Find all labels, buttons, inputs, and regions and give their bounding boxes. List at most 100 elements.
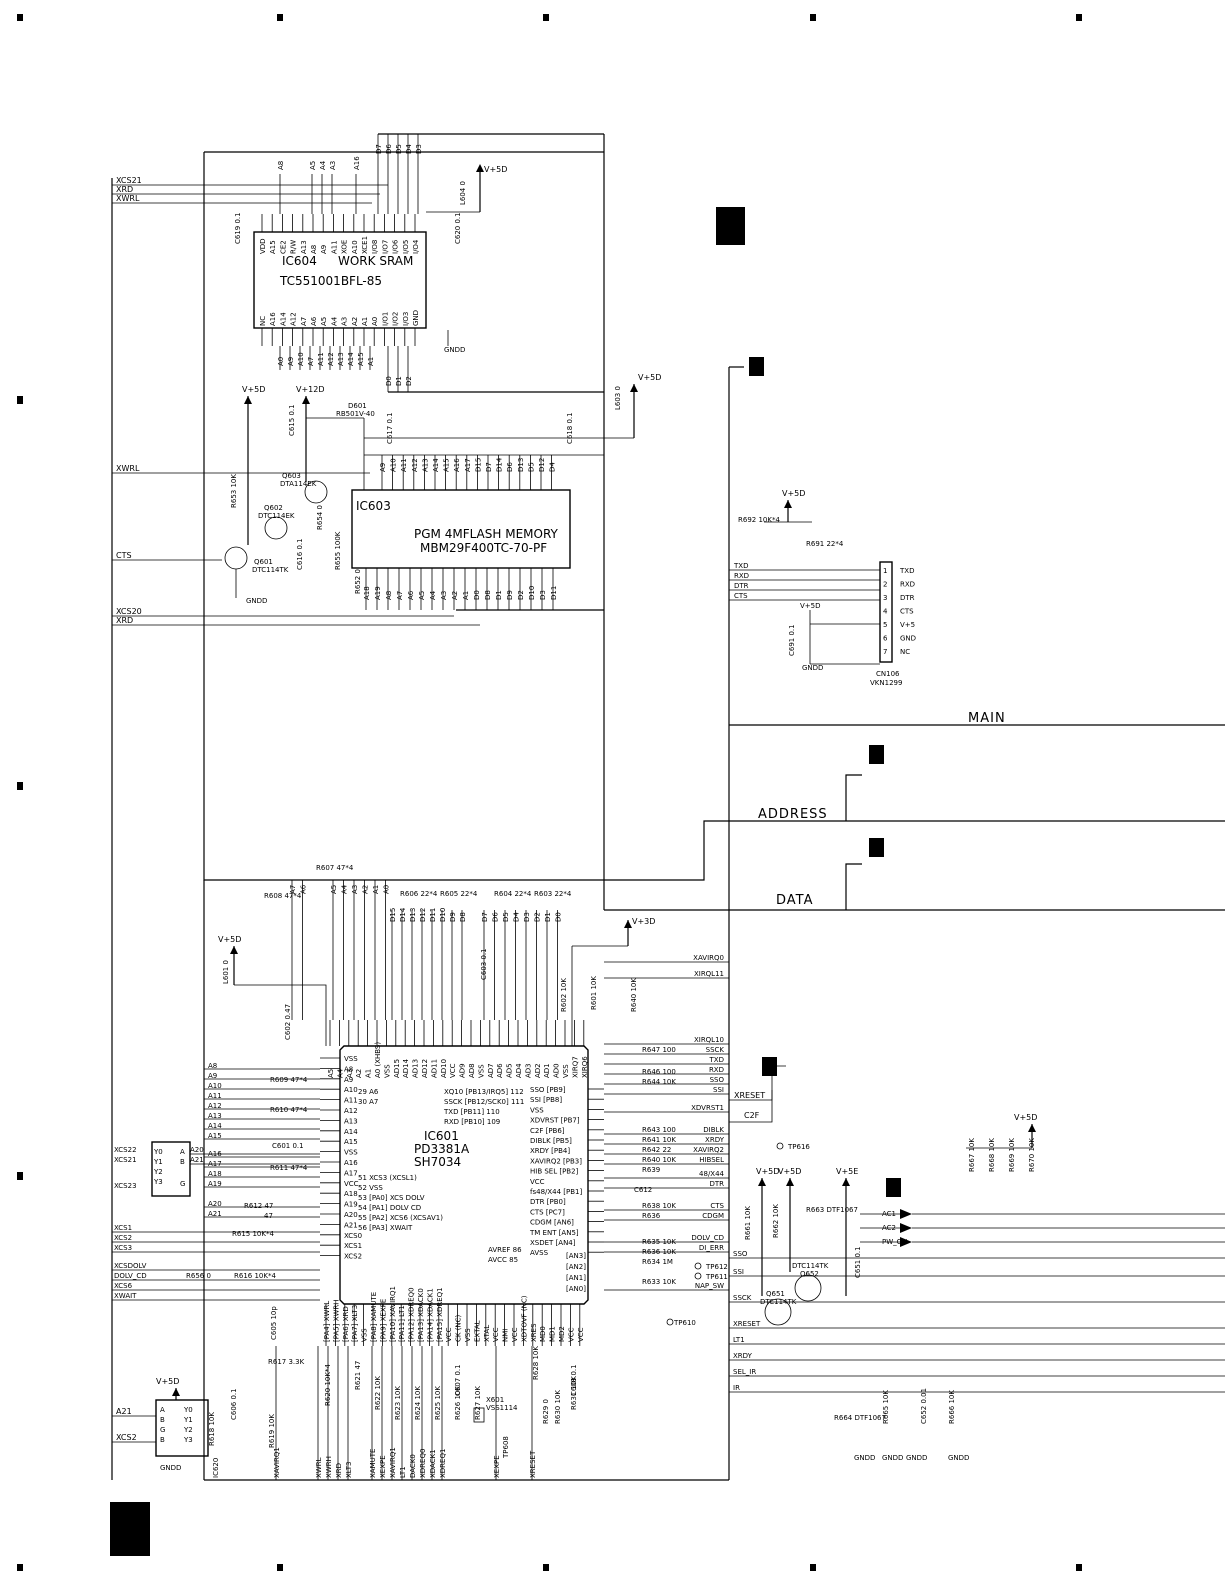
ic601-power: C601 0.1 C602 0.47 C603 0.1 C605 10p L60…: [218, 917, 655, 1340]
addr-input-label: A12: [208, 1102, 222, 1110]
r613: 47: [264, 1212, 273, 1220]
data-bus-label: D5: [502, 912, 510, 922]
ic601-pin: A11: [344, 1097, 358, 1105]
ic601-pin: XDTOVF (NC): [520, 1295, 528, 1342]
q602-part: DTC114EK: [258, 512, 295, 520]
decoder-input: A20: [190, 1146, 204, 1154]
ic601-pin: VCC: [511, 1327, 519, 1342]
signal-xrd: XRD: [116, 185, 133, 194]
c603: C603 0.1: [480, 948, 488, 980]
right-resistor-label: R635 10K: [642, 1238, 676, 1246]
irq-pullups: R602 10K R601 10K R640 10K: [560, 976, 638, 1012]
addr-input-label: A14: [208, 1122, 222, 1130]
lower-ground-4: GNDD: [948, 1454, 969, 1462]
crystal-ref: X601: [486, 1396, 504, 1404]
right-signal-label: XIRQL10: [694, 1036, 724, 1044]
ic603-pin: D10: [528, 586, 536, 600]
ic603-pin: A4: [429, 590, 437, 600]
ic603-pin: D3: [539, 590, 547, 600]
ic603-cap3: C618 0.1: [566, 412, 574, 444]
ic601-pin: A19: [344, 1201, 358, 1209]
ic601-pin: SSI [PB8]: [530, 1096, 562, 1104]
lower-ground-1: GNDD: [854, 1454, 875, 1462]
ic604-pin: A16: [269, 312, 277, 326]
rs232-signal: TXD: [733, 562, 748, 570]
connector-pin-number: 4: [883, 608, 888, 616]
ic601-pin: VCC: [344, 1180, 359, 1188]
ic603-pin: A18: [363, 586, 371, 600]
ic603-pin: D4: [549, 462, 557, 472]
r612: R612 47: [244, 1202, 273, 1210]
r663: R663 DTF1067: [806, 1206, 858, 1214]
ic601-pin: VSS: [530, 1106, 544, 1114]
connector-pin-label: GND: [900, 635, 916, 643]
addr-bus-label: A7: [289, 885, 297, 894]
bottom-resistor-label: R628 10K: [532, 1346, 540, 1380]
rs232-cap: C691 0.1: [788, 624, 796, 656]
right-signal-label: SSI: [713, 1086, 724, 1094]
connector-pin-number: 1: [883, 567, 887, 575]
ic603-pin: A1: [462, 591, 470, 600]
ic604-bus-label: A4: [319, 160, 327, 170]
lower-signal-label: IR: [733, 1384, 740, 1392]
ic601-ref: IC601: [424, 1129, 459, 1143]
right-signal-label: XAVIRQ0: [693, 954, 724, 962]
connector-pin-number: 7: [883, 648, 887, 656]
connector-pin-number: 5: [883, 621, 887, 629]
c2f-label: C2F: [744, 1111, 760, 1120]
crystal-part: VSS1114: [486, 1404, 518, 1412]
q603-ref: Q603: [282, 472, 301, 480]
q601-ref: Q601: [254, 558, 273, 566]
ic603-pin: A7: [396, 591, 404, 600]
bottom-signal-label: XDACK1: [429, 1449, 437, 1478]
section-label-address: ADDRESS: [758, 807, 828, 822]
bottom-resistor-label: R630 10K: [554, 1390, 562, 1424]
ic603-pin: D0: [473, 590, 481, 600]
rs232-ground: GNDD: [802, 664, 823, 672]
bottom-resistor-label: R631 10K: [570, 1376, 578, 1410]
ic603-pin: A8: [385, 591, 393, 600]
right-resistor-label: R640 10K: [642, 1156, 676, 1164]
ic604-pin: A5: [320, 317, 328, 326]
ic604-pin: A13: [300, 240, 308, 254]
q602-ref: Q602: [264, 504, 283, 512]
ic604-pin: I/O8: [371, 240, 379, 254]
ic-small-supply: V+5D: [156, 1377, 179, 1386]
ic601-pin: VCC: [449, 1063, 457, 1078]
ic604-data-label: D3: [415, 144, 423, 154]
ic603-pin: A6: [407, 590, 415, 600]
right-signal-label: 48/X44: [699, 1170, 725, 1178]
ic604-bus-label: A14: [347, 352, 355, 366]
ic601-pin: A0 (XHBS): [374, 1042, 382, 1078]
ic604-pin: A4: [330, 316, 338, 326]
lower-signal-label: SSI: [733, 1268, 744, 1276]
connector-pin-label: CTS: [900, 608, 914, 616]
r666: R666 10K: [948, 1390, 956, 1424]
c605: C605 10p: [270, 1306, 278, 1340]
rs232-signal: DTR: [734, 582, 749, 590]
ic601-pin: XSDET [AN4]: [530, 1239, 576, 1247]
lower-signal-label: SSCK: [733, 1294, 752, 1302]
ic604-pin: CE2: [279, 240, 287, 254]
r667: R667 10K: [968, 1138, 976, 1172]
ic603-func: PGM 4MFLASH MEMORY: [414, 527, 559, 541]
ic601-pin: [PA8] XAMUTE: [370, 1292, 378, 1342]
resistor-array-labels: R607 47*4 R608 47*4 R606 22*4 R605 22*4 …: [186, 864, 572, 1448]
lower-signal-label: XRDY: [733, 1352, 753, 1360]
connector-pin-label: NC: [900, 648, 910, 656]
bottom-resistor-label: R626 10K: [454, 1386, 462, 1420]
ic604-pin: XOE: [341, 240, 349, 254]
ic603-diode: D601: [348, 402, 367, 410]
bottom-signal-label: XEXPE: [379, 1455, 387, 1478]
r616: R616 10K*4: [234, 1272, 276, 1280]
ic604-bus-label: A7: [307, 357, 315, 366]
ic604-pin: I/O3: [402, 312, 410, 326]
ic601-pin: VCC: [577, 1327, 585, 1342]
left-signal-label: XCS6: [114, 1282, 133, 1290]
right-resistor-label: R643 100: [642, 1126, 676, 1134]
ic601-pin: 54 [PA1] DOLV CD: [358, 1204, 421, 1212]
right-signal-label: XAVIRQ2: [693, 1146, 724, 1154]
